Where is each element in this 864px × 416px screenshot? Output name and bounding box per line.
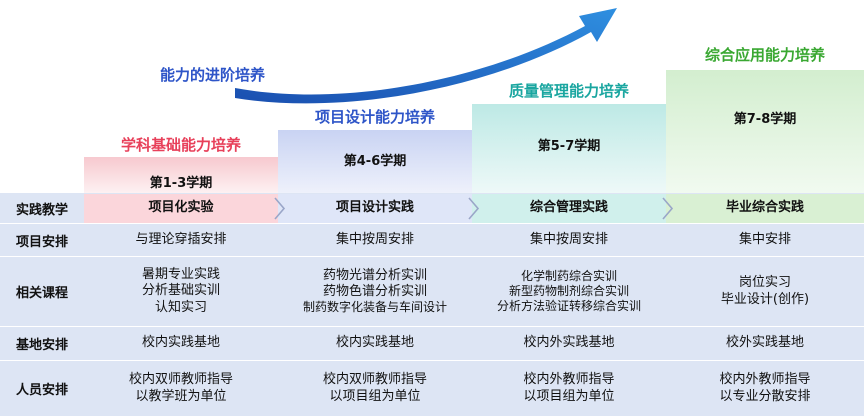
- staff-line: 校内外教师指导: [719, 372, 811, 388]
- row-divider: [0, 360, 864, 361]
- course-item: 药物色谱分析实训: [322, 284, 427, 299]
- staff-line: 校内双师教师指导: [322, 372, 427, 388]
- stage1-semester: 第1-3学期: [149, 176, 213, 191]
- stage4-header-bg: [666, 70, 864, 193]
- course-item: 分析方法验证转移综合实训: [496, 299, 641, 313]
- courses-cell: 化学制药综合实训 新型药物制剂综合实训 分析方法验证转移综合实训: [472, 257, 666, 326]
- base-cell: 校内外实践基地: [523, 335, 615, 351]
- row-label-schedule: 项目安排: [15, 234, 68, 250]
- practice-cell: 毕业综合实践: [725, 200, 804, 216]
- base-cell: 校内实践基地: [141, 335, 220, 351]
- courses-cell: 岗位实习 毕业设计(创作): [666, 257, 864, 326]
- stage4-title: 综合应用能力培养: [704, 46, 825, 64]
- staff-line: 以教学班为单位: [135, 388, 227, 404]
- staff-line: 以项目组为单位: [329, 388, 421, 404]
- course-item: 制药数字化装备与车间设计: [302, 300, 447, 315]
- staff-line: 校内外教师指导: [523, 372, 615, 388]
- base-cell: 校内实践基地: [335, 335, 414, 351]
- practice-seg-3: [472, 194, 666, 223]
- practice-cell: 项目设计实践: [335, 200, 414, 216]
- stage2-semester: 第4-6学期: [343, 154, 407, 169]
- row-label-base: 基地安排: [15, 338, 68, 353]
- course-item: 分析基础实训: [141, 283, 220, 299]
- row-label-staff: 人员安排: [15, 383, 68, 398]
- growth-arrow: [235, 8, 617, 104]
- stage2-header-bg: [278, 130, 472, 193]
- schedule-cell: 集中安排: [738, 231, 791, 247]
- course-item: 药物光谱分析实训: [322, 267, 427, 283]
- practice-seg-4: [666, 194, 864, 223]
- schedule-cell: 集中按周安排: [335, 231, 414, 247]
- course-item: 暑期专业实践: [141, 267, 220, 283]
- stage1-header-bg: [84, 157, 278, 193]
- stage1-title: 学科基础能力培养: [120, 136, 241, 154]
- course-item: 认知实习: [154, 299, 207, 315]
- courses-cell: 暑期专业实践 分析基础实训 认知实习: [84, 257, 278, 326]
- row-label-practice: 实践教学: [15, 203, 68, 218]
- row-divider: [0, 326, 864, 327]
- schedule-cell: 与理论穿插安排: [135, 231, 227, 247]
- row-divider: [0, 256, 864, 257]
- table-bg: [0, 193, 864, 416]
- staff-cell: 校内外教师指导 以专业分散安排: [666, 361, 864, 416]
- staff-line: 以项目组为单位: [523, 388, 615, 404]
- course-item: 化学制药综合实训: [520, 269, 617, 283]
- schedule-cell: 集中按周安排: [529, 231, 608, 247]
- chevron-icon: [468, 197, 480, 220]
- stage3-semester: 第5-7学期: [537, 139, 601, 154]
- stage2-title: 项目设计能力培养: [314, 108, 435, 126]
- practice-seg-1: [84, 194, 278, 223]
- row-label-courses: 相关课程: [15, 286, 68, 301]
- staff-cell: 校内外教师指导 以项目组为单位: [472, 361, 666, 416]
- growth-label: 能力的进阶培养: [160, 66, 266, 84]
- practice-cell: 项目化实验: [148, 200, 214, 216]
- practice-seg-2: [278, 194, 472, 223]
- stage3-header-bg: [472, 104, 666, 193]
- practice-cell: 综合管理实践: [529, 200, 608, 216]
- staff-line: 以专业分散安排: [719, 388, 811, 404]
- staff-line: 校内双师教师指导: [128, 372, 233, 388]
- courses-cell: 药物光谱分析实训 药物色谱分析实训 制药数字化装备与车间设计: [278, 257, 472, 326]
- stage3-title: 质量管理能力培养: [508, 82, 629, 100]
- staff-cell: 校内双师教师指导 以项目组为单位: [278, 361, 472, 416]
- course-item: 岗位实习: [738, 275, 791, 291]
- chevron-icon: [274, 197, 286, 220]
- course-item: 毕业设计(创作): [720, 291, 810, 307]
- course-item: 新型药物制剂综合实训: [508, 284, 629, 298]
- stage4-semester: 第7-8学期: [733, 112, 797, 127]
- staff-cell: 校内双师教师指导 以教学班为单位: [84, 361, 278, 416]
- base-cell: 校外实践基地: [725, 335, 804, 351]
- row-divider: [0, 223, 864, 224]
- chevron-icon: [662, 197, 674, 220]
